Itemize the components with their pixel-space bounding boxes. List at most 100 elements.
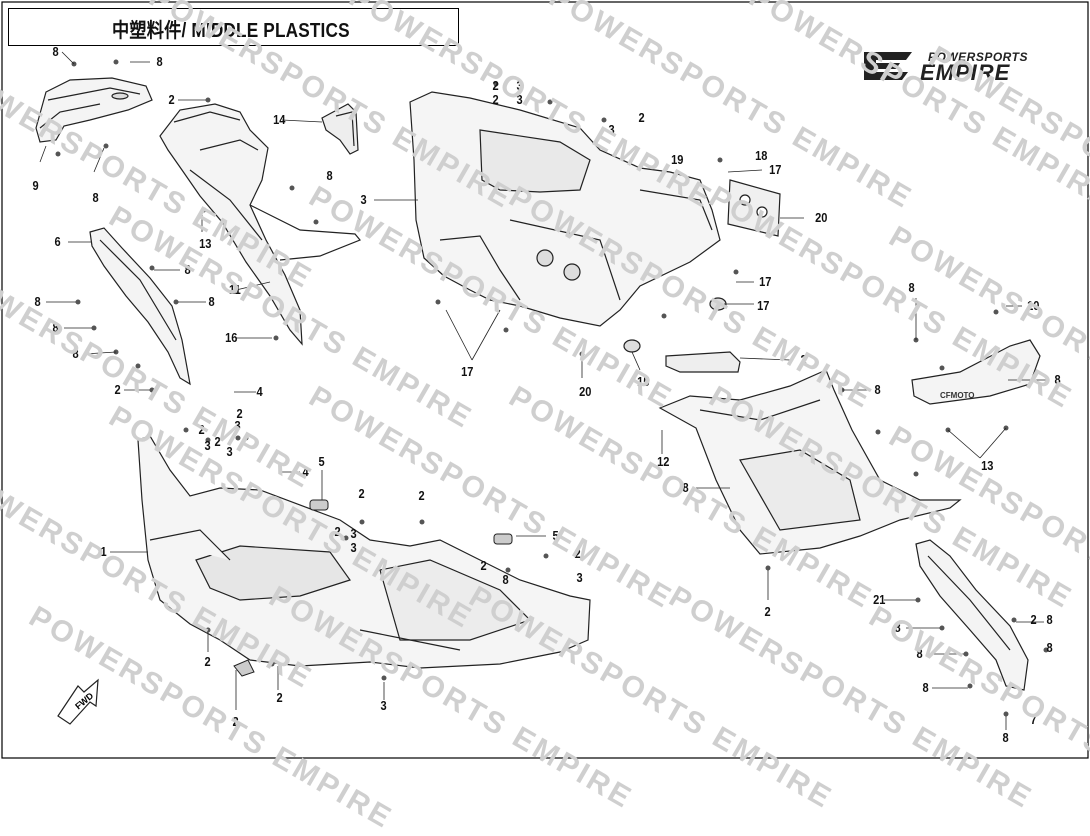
callout-label: 8 [156, 54, 163, 69]
part-21-clip [233, 659, 255, 677]
callout-label: 2 [764, 604, 771, 619]
callout-label: 8 [908, 280, 915, 295]
callout-label: 17 [757, 298, 770, 313]
callout-label: 3 [516, 78, 523, 93]
callout-label: 8 [72, 346, 79, 361]
part-20-grommets [623, 297, 727, 353]
callout-label: 11 [229, 282, 241, 297]
callout-label: 2 [492, 78, 499, 93]
callout-label: 3 [576, 570, 583, 585]
callout-label: 4 [256, 384, 263, 399]
callout-label: 17 [759, 274, 772, 289]
callout-label: 2 [168, 92, 175, 107]
callout-label: 17 [461, 364, 474, 379]
callout-label: 8 [916, 646, 923, 661]
callout-label: 3 [608, 122, 615, 137]
callout-label: 8 [874, 382, 881, 397]
callout-label: 8 [682, 480, 689, 495]
callout-label: 12 [657, 454, 670, 469]
part-6-inner-fender [89, 227, 191, 386]
callout-label: 9 [32, 178, 39, 193]
callout-label: 7 [1030, 712, 1037, 727]
sheet-border [1, 1, 1089, 759]
forward-arrow-icon [57, 678, 99, 725]
callout-label: 8 [184, 262, 191, 277]
part-15-trim [665, 351, 741, 373]
title-box [8, 8, 459, 46]
callout-label: 20 [815, 210, 828, 225]
part-5-latches [309, 499, 513, 545]
part-14-bracket [321, 103, 359, 155]
callout-label: 3 [360, 192, 367, 207]
callout-label: 3 [350, 526, 357, 541]
callout-label: 2 [276, 690, 283, 705]
callout-label: 13 [981, 458, 994, 473]
brand-main-text: EMPIRE [920, 60, 1011, 85]
callout-label: 2 [334, 524, 341, 539]
callout-label: 8 [208, 294, 215, 309]
cfmoto-logo-text: CFMOTO [940, 391, 975, 400]
callout-label: 5 [318, 454, 325, 469]
callout-label: 2 [1030, 612, 1037, 627]
callout-label: 3 [226, 444, 233, 459]
callout-label: 2 [198, 422, 205, 437]
callout-label: 3 [516, 92, 523, 107]
part-18-switch-plate [727, 179, 781, 237]
part-16-dashboard-panel [409, 91, 721, 327]
callout-label: 2 [574, 546, 581, 561]
callout-label: 6 [54, 234, 61, 249]
callout-label: 2 [492, 92, 499, 107]
part-11-side-panel [159, 103, 361, 346]
callout-label: 1 [100, 544, 107, 559]
callout-label: 16 [225, 330, 238, 345]
callout-label: 2 [480, 558, 487, 573]
part-9-side-cover [35, 77, 153, 143]
callout-label: 10 [1027, 298, 1040, 313]
callout-label: 8 [1002, 730, 1009, 745]
callout-label: 8 [52, 44, 59, 59]
callout-label: 2 [418, 488, 425, 503]
callout-label: 8 [52, 320, 59, 335]
callout-label: 4 [302, 464, 309, 479]
callout-label: 3 [204, 438, 211, 453]
callout-label: 5 [552, 528, 559, 543]
callout-label: 21 [873, 592, 886, 607]
callout-label: 8 [922, 680, 929, 695]
callout-label: 8 [894, 620, 901, 635]
callout-label: 3 [350, 540, 357, 555]
callout-label: 8 [1054, 372, 1061, 387]
callout-label: 18 [755, 148, 768, 163]
callout-label: 2 [800, 352, 807, 367]
callout-label: 3 [380, 698, 387, 713]
callout-label: 8 [1046, 640, 1053, 655]
brand-top-text: POWERSPORTS [928, 50, 1028, 64]
parts-diagram-canvas: CFMOTO [1, 1, 1089, 759]
callout-label: 8 [1046, 612, 1053, 627]
callout-label: 15 [637, 374, 650, 389]
callout-label: 17 [769, 162, 782, 177]
callout-label: 2 [214, 434, 221, 449]
callout-label: 8 [326, 168, 333, 183]
callout-label: 2 [638, 110, 645, 125]
brand-emblem-icon [864, 52, 912, 80]
callout-label: 20 [579, 384, 592, 399]
part-10-cover: CFMOTO [911, 339, 1041, 405]
callout-label: 8 [502, 572, 509, 587]
page-title: 中塑料件/ MIDDLE PLASTICS [112, 20, 350, 42]
callout-label: 19 [671, 152, 684, 167]
callout-label: 3 [234, 418, 241, 433]
part-1-floor-tub [137, 435, 591, 669]
callout-label: 8 [34, 294, 41, 309]
callout-label: 13 [199, 236, 212, 251]
callout-label: 2 [236, 406, 243, 421]
brand-logo: POWERSPORTS EMPIRE [860, 42, 1060, 90]
callout-label: 2 [204, 654, 211, 669]
callout-label: 2 [358, 486, 365, 501]
callout-label: 2 [114, 382, 121, 397]
callout-label: 14 [273, 112, 286, 127]
callout-label: 8 [92, 190, 99, 205]
part-12-floor-panel [658, 369, 962, 555]
fasteners [55, 59, 1049, 717]
part-7-fender-guard [915, 539, 1029, 691]
leader-lines [39, 51, 1046, 730]
